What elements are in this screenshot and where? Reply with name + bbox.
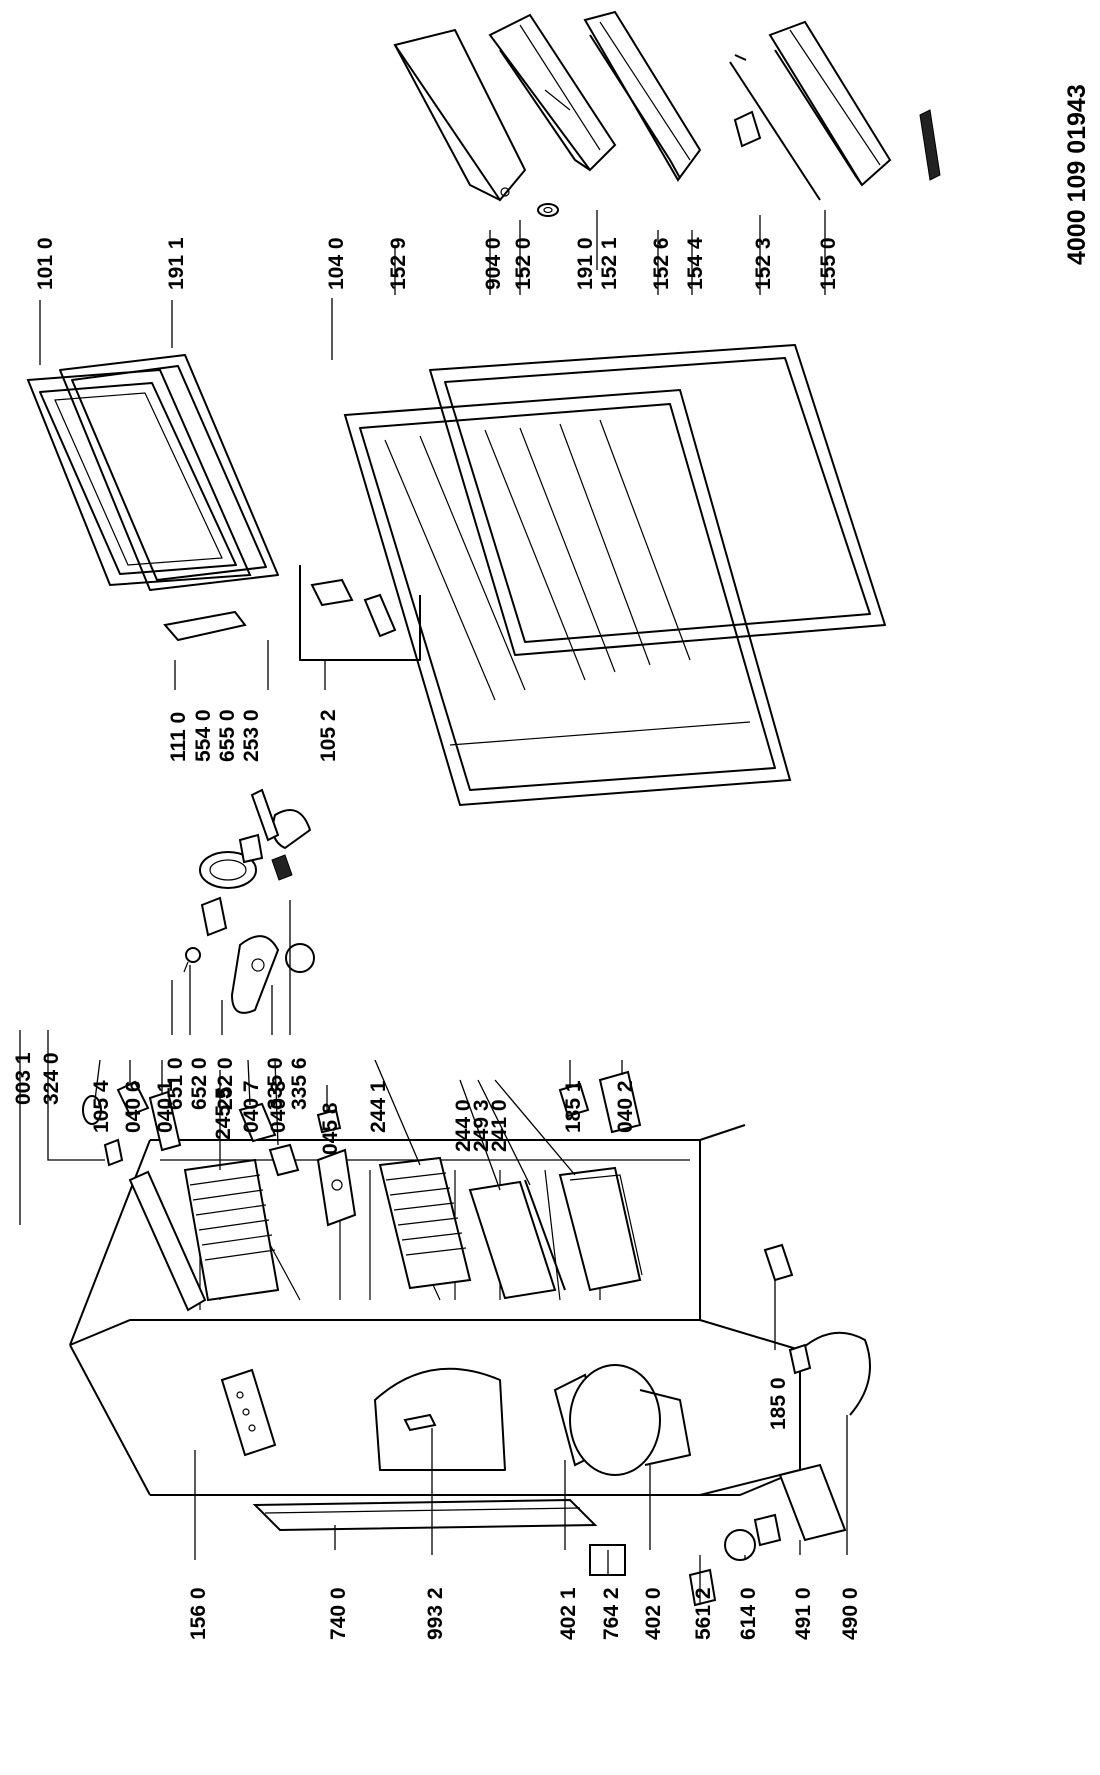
label-040-1: 040 1 [154,1080,177,1133]
holder-185-1 [558,1082,590,1118]
gasket-strip-155-0 [919,109,941,181]
crisper-241-0 [558,1166,643,1292]
washer-904-0 [537,203,559,217]
shelf-245-5 [183,1158,280,1302]
holder-185-0 [763,1243,794,1282]
top-cover-003-1 [128,1170,207,1312]
label-040-3: 040 3 [267,1080,290,1133]
main-door-104-0 [343,388,792,807]
drain-assembly-993-2 [374,1367,506,1471]
label-652-0: 652 0 [188,1057,211,1110]
label-152-0: 152 0 [512,237,535,290]
label-252-0: 252 0 [214,1057,237,1110]
label-402-0: 402 0 [642,1587,665,1640]
door-gasket-191-1 [59,354,279,591]
shelf-trim-249-3 [524,1179,566,1291]
shelf-244-1 [378,1156,472,1290]
label-651-0: 651 0 [164,1057,187,1110]
upper-door-101-0 [26,368,252,587]
label-245-5: 245 5 [212,1087,235,1140]
condenser-740-0 [252,1498,598,1532]
cover-491-0 [778,1463,847,1542]
label-554-0: 554 0 [192,709,215,762]
label-335-6: 335 6 [288,1057,311,1110]
door-bin-191-0 [583,10,702,182]
label-904-0: 904 0 [482,237,505,290]
label-003-1: 003 1 [12,1052,35,1105]
label-490-0: 490 0 [839,1587,862,1640]
label-152-9: 152 9 [387,237,410,290]
label-101-0: 101 0 [34,237,57,290]
door-bin-152-3 [768,20,892,187]
label-402-1: 402 1 [557,1587,580,1640]
door-bin-152-0 [488,13,617,172]
part-labels: 101 0 191 1 104 0 152 9 904 0 152 0 191 … [12,84,1091,1640]
label-152-6: 152 6 [650,237,673,290]
leader-lines [19,210,848,1605]
spring-335-6 [271,854,293,881]
label-614-0: 614 0 [737,1587,760,1640]
label-993-2: 993 2 [424,1587,447,1640]
rod-154-4 [729,54,821,201]
label-105-2: 105 2 [317,709,340,762]
label-491-0: 491 0 [792,1587,815,1640]
bracket-152-6 [733,110,762,148]
label-040-2: 040 2 [614,1080,637,1133]
lamp-cover-253-0 [272,809,312,850]
label-244-0: 244 0 [452,1099,475,1152]
label-040-7: 040 7 [240,1080,263,1133]
label-335-0: 335 0 [264,1057,287,1110]
starter-614-0 [724,1513,782,1561]
bracket-040-7 [238,1102,277,1143]
knob-335-0 [285,943,315,973]
label-156-0: 156 0 [187,1587,210,1640]
bulb-651-0 [183,947,201,973]
evaporator-156-0 [220,1368,277,1457]
label-244-1: 244 1 [367,1080,390,1133]
hinge-111-0 [163,610,247,642]
label-740-0: 740 0 [327,1587,350,1640]
bracket-040-2 [598,1070,642,1134]
document-code: 4000 109 01943 [1063,84,1091,265]
label-185-0: 185 0 [767,1377,790,1430]
bulb-holder-652-0 [200,896,228,937]
thermostat-box-in-cabinet [316,1148,357,1227]
label-105-4: 105 4 [90,1080,113,1133]
lamp-housing-252-0 [230,935,280,1014]
label-152-3: 152 3 [752,237,775,290]
label-045-8: 045 8 [319,1102,342,1155]
label-191-0-top: 191 0 [574,237,597,290]
label-764-2: 764 2 [600,1587,623,1640]
label-155-0: 155 0 [817,237,840,290]
hinge-set-105-2 [299,565,421,661]
clip-324-0 [103,1138,124,1167]
relay-561-2 [688,1568,717,1607]
label-249-3: 249 3 [470,1099,493,1152]
label-111-0: 111 0 [167,712,190,762]
main-door-gasket-191-0 [429,344,886,656]
label-152-1: 152 1 [598,237,621,290]
label-324-0: 324 0 [40,1052,63,1105]
screw-045-8 [316,1108,342,1134]
power-cord-490-0 [788,1331,871,1416]
glass-shelf-244-0 [468,1180,557,1300]
hinge-bracket-040-6 [116,1080,150,1117]
label-185-1: 185 1 [562,1080,585,1133]
hinge-cap-105-4 [82,1095,102,1125]
label-561-2: 561 2 [692,1587,715,1640]
compressor-402-0 [569,1364,691,1476]
label-253-0: 253 0 [240,709,263,762]
label-154-4: 154 4 [684,237,707,290]
bracket-040-3 [268,1143,300,1177]
label-040-6: 040 6 [122,1080,145,1133]
label-655-0: 655 0 [216,709,239,762]
label-241-0: 241 0 [488,1099,511,1152]
label-191-1: 191 1 [165,237,188,290]
thermostat-554-0 [199,833,264,889]
label-104-0: 104 0 [325,237,348,290]
knob-655-0 [250,788,280,842]
door-bin-152-9 [393,28,527,202]
